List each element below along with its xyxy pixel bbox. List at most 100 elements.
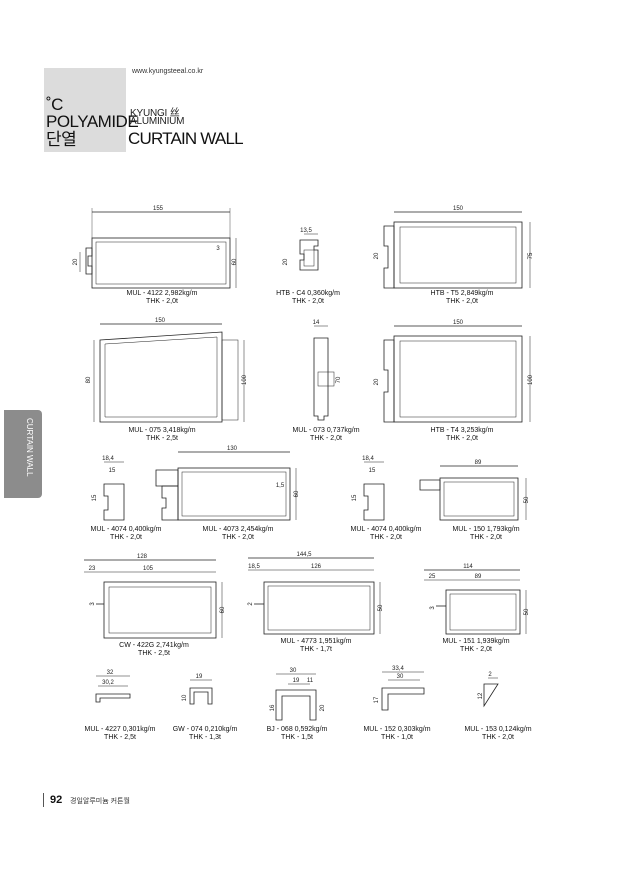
dimension-label: 144,5 bbox=[296, 552, 312, 558]
page-title: CURTAIN WALL bbox=[128, 129, 244, 148]
dimension-label: 60 bbox=[220, 606, 226, 613]
dimension-label: 15 bbox=[92, 494, 98, 501]
footer-divider bbox=[43, 793, 44, 807]
brand-kyungil: KYUNGI 丝 bbox=[130, 108, 180, 119]
header-polyamide: POLYAMIDE bbox=[46, 112, 139, 131]
dimension-label: 70 bbox=[336, 376, 342, 383]
dimension-label: 30 bbox=[290, 668, 297, 674]
dimension-label: 130 bbox=[227, 446, 238, 452]
brand-aluminium: ALUMINIUM bbox=[130, 116, 185, 127]
dimension-label: 89 bbox=[475, 460, 482, 466]
dimension-label: 11 bbox=[307, 678, 314, 684]
dimension-label: 23 bbox=[89, 566, 96, 572]
dimension-label: 19 bbox=[293, 678, 300, 684]
dimension-label: 18,5 bbox=[248, 564, 260, 570]
page-number: 92 bbox=[50, 794, 63, 806]
header-gray-block bbox=[44, 68, 126, 152]
dimension-label: 75 bbox=[528, 252, 534, 259]
profile-gw-074 bbox=[189, 679, 213, 705]
profile-mul-4074-left bbox=[103, 461, 125, 521]
profile-cw-422g bbox=[84, 559, 223, 639]
dimension-label: 155 bbox=[153, 206, 164, 212]
dimension-label: 3 bbox=[430, 606, 436, 610]
dimension-label: 19 bbox=[196, 674, 203, 680]
dimension-label: 114 bbox=[463, 564, 473, 570]
dimension-label: 60 bbox=[294, 490, 300, 497]
dimension-label: 15 bbox=[352, 494, 358, 501]
dimension-label: 1,5 bbox=[276, 483, 285, 489]
profile-mul-153 bbox=[483, 677, 499, 708]
section-side-tab bbox=[4, 410, 42, 498]
dimension-label: 13,5 bbox=[300, 228, 312, 234]
profile-mul-4074-right bbox=[363, 461, 385, 521]
profile-mul-151 bbox=[424, 569, 527, 635]
dimension-label: 18,4 bbox=[102, 456, 114, 462]
dimension-label: 80 bbox=[86, 376, 92, 383]
dimension-label: 25 bbox=[429, 574, 436, 580]
dimension-label: 16 bbox=[270, 704, 276, 711]
profile-mul-152 bbox=[381, 671, 425, 711]
website-url: www.kyungsteeal.co.kr bbox=[132, 68, 204, 75]
profile-bj-068 bbox=[275, 673, 317, 721]
dimension-label: 20 bbox=[73, 258, 79, 265]
dimension-label: 2 bbox=[488, 672, 492, 678]
dimension-label: 50 bbox=[524, 496, 530, 503]
dimension-label: 30,2 bbox=[102, 680, 114, 686]
dimension-label: 10 bbox=[182, 694, 188, 701]
profile-mul-075 bbox=[93, 323, 245, 423]
dimension-label: 105 bbox=[143, 566, 154, 572]
dimension-label: 3 bbox=[90, 602, 96, 606]
dimension-label: 15 bbox=[369, 468, 376, 474]
dimension-label: 20 bbox=[283, 258, 289, 265]
dimension-label: 20 bbox=[320, 704, 326, 711]
profile-mul-4122 bbox=[79, 208, 237, 289]
dimension-label: 20 bbox=[374, 378, 380, 385]
profile-mul-4773 bbox=[248, 557, 381, 635]
profile-mul-073 bbox=[313, 325, 335, 421]
dimension-label: 2 bbox=[248, 602, 254, 606]
dimension-label: 89 bbox=[475, 574, 482, 580]
dimension-label: 100 bbox=[242, 374, 248, 385]
dimension-label: 150 bbox=[453, 320, 464, 326]
dimension-label: 33,4 bbox=[392, 666, 404, 672]
dimension-label: 14 bbox=[313, 320, 320, 326]
profile-mul-150 bbox=[419, 465, 527, 521]
dimension-label: 150 bbox=[155, 318, 166, 324]
dimension-label: 17 bbox=[374, 696, 380, 703]
dimension-label: 126 bbox=[311, 564, 322, 570]
dimension-label: 15 bbox=[109, 468, 116, 474]
header-insulation: 단열 bbox=[46, 130, 77, 149]
dimension-label: 100 bbox=[528, 374, 534, 385]
profile-htb-t4 bbox=[383, 325, 531, 423]
profile-mul-4073 bbox=[155, 451, 297, 521]
profile-mul-4227 bbox=[95, 675, 131, 703]
dimension-label: 12 bbox=[478, 692, 484, 699]
header-degree: ˚C bbox=[46, 95, 63, 114]
dimension-label: 60 bbox=[232, 258, 238, 265]
dimension-label: 50 bbox=[524, 608, 530, 615]
dimension-label: 32 bbox=[107, 670, 114, 676]
dimension-label: 50 bbox=[378, 604, 384, 611]
side-tab-label: CURTAIN WALL bbox=[25, 418, 34, 477]
dimension-label: 30 bbox=[397, 674, 404, 680]
footer-title: 경일알루미늄 커튼월 bbox=[70, 798, 130, 805]
